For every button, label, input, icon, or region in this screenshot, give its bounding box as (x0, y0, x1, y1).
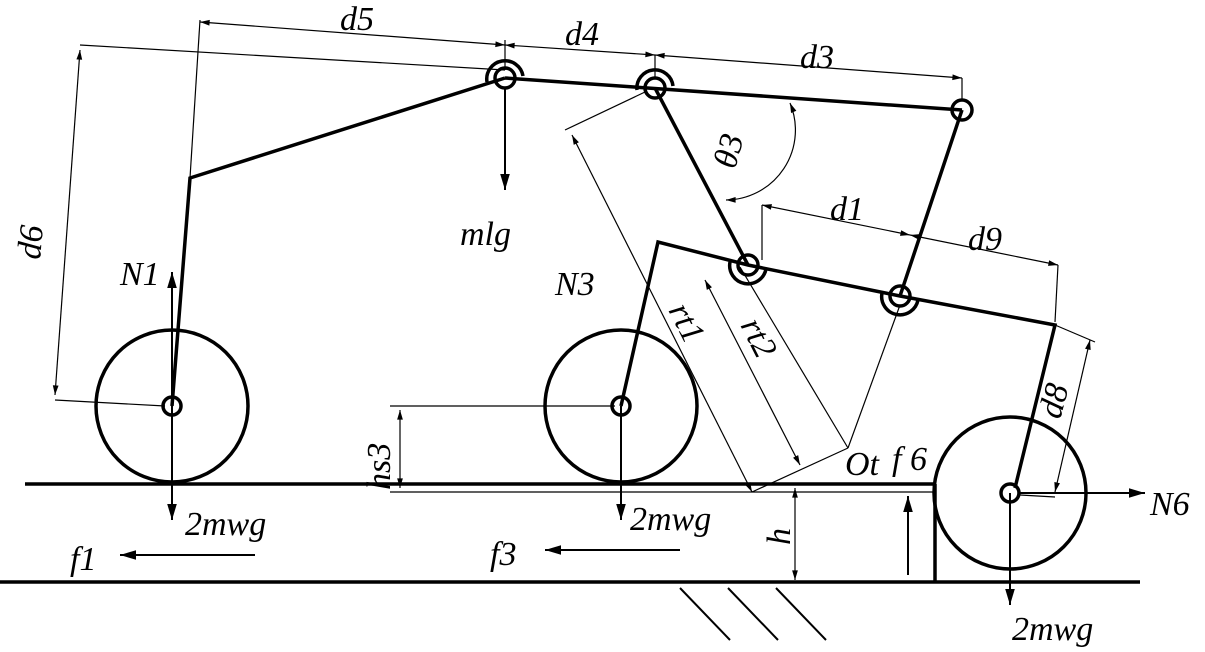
label-f1: f1 (70, 541, 96, 578)
linkage (170, 59, 1058, 489)
label-m1g: mlg (460, 216, 511, 253)
label-h: h (761, 528, 798, 545)
label-f6: f 6 (892, 441, 927, 478)
force-arrows (120, 88, 1145, 605)
dimension-lines (52, 19, 1096, 580)
label-f3: f3 (490, 536, 516, 573)
label-d6: d6 (11, 224, 51, 261)
label-d4: d4 (565, 16, 599, 53)
label-wheel1-weight: 2mwg (185, 506, 266, 543)
label-N6: N6 (1149, 486, 1190, 523)
label-d3: d3 (800, 39, 834, 76)
label-d5: d5 (340, 1, 374, 38)
label-hs3: hs3 (361, 443, 398, 490)
label-wheel3-weight: 2mwg (630, 501, 711, 538)
label-d9: d9 (968, 221, 1002, 258)
label-N1: N1 (119, 256, 160, 293)
label-wheel6-weight: 2mwg (1012, 611, 1093, 648)
label-theta3: θ3 (707, 130, 751, 172)
label-rt1: rt1 (661, 297, 712, 349)
label-Ot: Ot (845, 446, 881, 483)
label-N3: N3 (554, 266, 595, 303)
label-d1: d1 (830, 191, 864, 228)
label-rt2: rt2 (733, 312, 784, 364)
label-d8: d8 (1032, 380, 1077, 422)
